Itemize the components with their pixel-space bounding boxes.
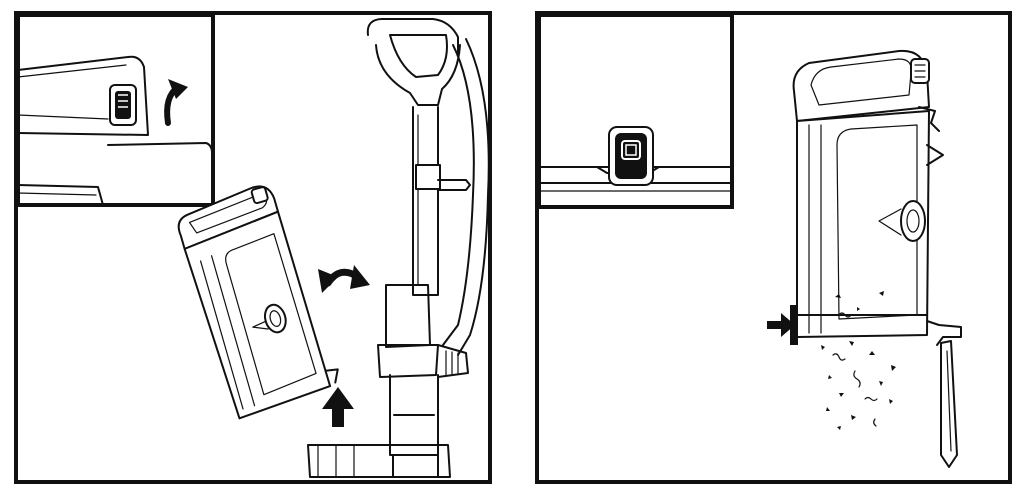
panel-left-illustration (16, 13, 490, 478)
detail-inset (537, 13, 734, 209)
vacuum-handle (307, 18, 490, 478)
release-button-icon (109, 84, 137, 126)
panel-right-illustration (537, 13, 962, 468)
panel-remove-dust-cup (14, 11, 492, 484)
dust-cup (177, 185, 339, 420)
latch-button-icon (608, 126, 654, 186)
debris (821, 291, 896, 430)
curved-arrow-icon (318, 265, 370, 293)
detail-inset (16, 13, 215, 207)
up-arrow-icon (322, 387, 354, 427)
right-arrow-icon (767, 313, 795, 337)
panel-empty-dust-cup (535, 11, 1012, 484)
curved-arrow-icon (164, 79, 188, 126)
dust-cup (790, 49, 962, 468)
